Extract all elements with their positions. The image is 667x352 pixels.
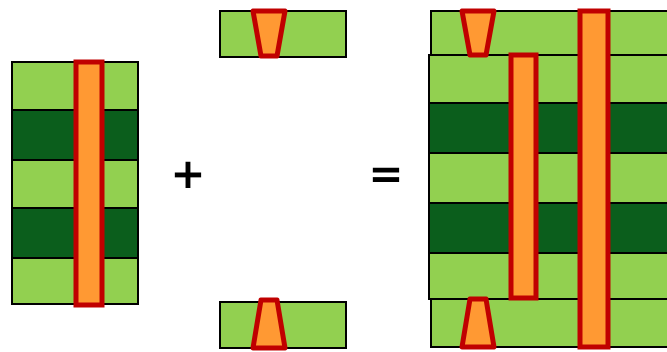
plus-operator: + [170, 149, 205, 198]
bottom-microvia [250, 297, 288, 351]
top-microvia [250, 8, 288, 59]
outer-layers [219, 8, 347, 351]
combined-layer-2-light [428, 54, 667, 104]
combined-layer-6-light [428, 252, 667, 300]
combined-layer-3-dark [428, 102, 667, 154]
combined-layer-4-light [428, 152, 667, 204]
combined-bottom-microvia [459, 296, 497, 350]
combined-buried-via [508, 52, 539, 301]
combined-through-hole-via [577, 8, 611, 350]
combined-top-microvia [459, 8, 497, 58]
core-through-via [73, 59, 105, 308]
combined-layer-5-dark [428, 202, 667, 254]
combined-stack [428, 8, 667, 350]
core-stack [11, 59, 139, 308]
equals-operator: = [368, 149, 403, 198]
